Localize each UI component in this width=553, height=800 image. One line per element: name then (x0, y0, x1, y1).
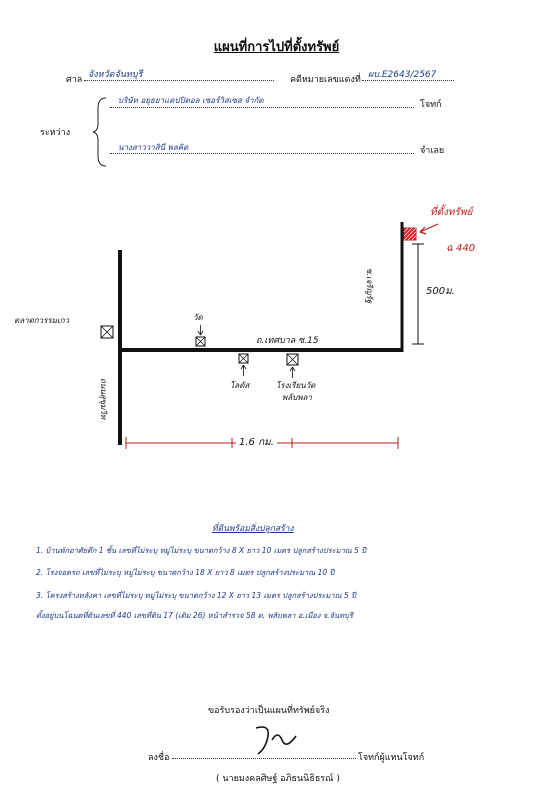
signature-dotline (172, 758, 356, 759)
legend-line-1: 1. บ้านพักอาศัยตึก 1 ชั้น เลขที่ไม่ระบุ … (36, 546, 367, 555)
school-marker (286, 353, 299, 378)
target-number: ฉ 440 (446, 243, 476, 254)
page-title: แผนที่การไปที่ตั้งทรัพย์ (213, 40, 340, 55)
signer-name: ( นายมงคลศิษฐ์ อภิธนนิธิธรณ์ ) (216, 774, 340, 784)
brace-icon (92, 97, 107, 167)
plaintiff-value: บริษัท อยุธยาแคปปิตอล เซอร์วิสเซส จำกัด (118, 96, 264, 105)
case-value: ผบ.E2643/2567 (368, 70, 437, 80)
legend-title: ที่ดินพร้อมสิ่งปลูกสร้าง (212, 524, 294, 534)
plaintiff-role: โจทก์ (420, 100, 442, 110)
case-dotline (362, 80, 454, 81)
legend-line-2: 2. โรงจอดรถ เลขที่ไม่ระบุ หมู่ไม่ระบุ ขน… (36, 568, 335, 577)
court-label: ศาล (66, 75, 83, 85)
main-road-label: ถ.เทศบาล ซ.15 (256, 336, 319, 346)
between-label: ระหว่าง (40, 128, 71, 138)
case-label: คดีหมายเลขแดงที่ (290, 75, 361, 85)
side-road-label: ซ.เจริญรัฐ (365, 268, 374, 304)
court-value: จังหวัดจันทบุรี (88, 70, 143, 80)
plaintiff-dotline (110, 107, 414, 108)
certify-text: ขอรับรองว่าเป็นแผนที่ทรัพย์จริง (208, 706, 330, 716)
defendant-dotline (110, 153, 414, 154)
left-road-label: ถนนสุขุมวิท (99, 378, 108, 420)
defendant-role: จำเลย (420, 146, 445, 156)
school-label-2: พลับพลา (282, 393, 312, 402)
market-label: ตลาดกวรรมเกว (14, 316, 70, 325)
court-dotline (84, 80, 274, 81)
target-property-marker (403, 227, 417, 241)
vertical-distance-label: 500ม. (426, 286, 455, 297)
legend-line-4: ตั้งอยู่บนโฉนดที่ดินเลขที่ 440 เลขที่ดิน… (36, 611, 353, 620)
lotus-label: โลตัส (230, 381, 250, 390)
lotus-marker (238, 353, 249, 376)
sign-label: ลงชื่อ (148, 753, 170, 763)
defendant-value: นางสาววาสินี พลคิด (118, 143, 189, 152)
temple-label: วัด (193, 313, 203, 322)
signer-role: โจทก์ผู้แทนโจทก์ (358, 753, 425, 763)
school-label: โรงเรียนวัด (276, 381, 316, 390)
market-marker (100, 325, 114, 339)
temple-marker (195, 325, 206, 347)
horizontal-distance-label: 1.6 กม. (236, 435, 277, 450)
signature-mark (255, 726, 297, 755)
legend-line-3: 3. โครงสร้างหลังคา เลขที่ไม่ระบุ หมู่ไม่… (36, 591, 356, 600)
target-arrow (419, 223, 439, 233)
target-label: ที่ตั้งทรัพย์ (430, 207, 473, 218)
